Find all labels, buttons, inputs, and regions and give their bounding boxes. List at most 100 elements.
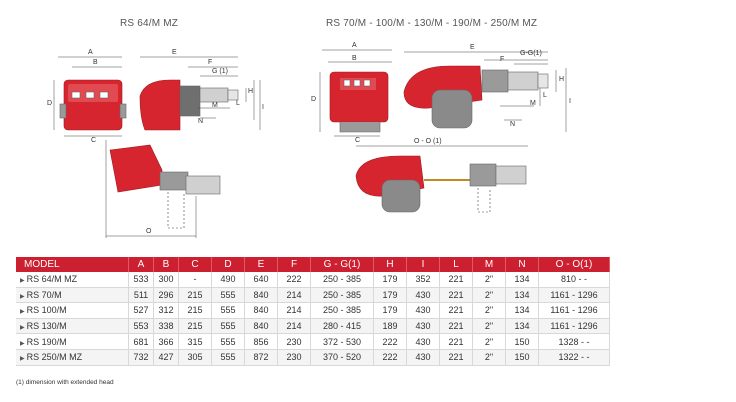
model-cell: ▶RS 190/M (16, 333, 129, 350)
cell-h: 222 (373, 333, 407, 350)
model-cell: ▶RS 130/M (16, 318, 129, 335)
table-row: ▶RS 190/M 681 366 315 555 856 230 372 - … (16, 333, 610, 350)
cell-c: 305 (178, 349, 212, 366)
diagram-title-rs64: RS 64/M MZ (120, 18, 179, 29)
cell-b: 312 (153, 302, 179, 319)
col-header-a: A (128, 257, 154, 272)
rs64-front-dims (53, 56, 122, 137)
col-header-l: L (439, 257, 473, 272)
cell-m: 2" (472, 287, 506, 304)
cell-m: 2" (472, 333, 506, 350)
col-header-i: I (406, 257, 440, 272)
cell-m: 2" (472, 272, 506, 288)
dim-label-a-r: A (352, 42, 357, 49)
cell-d: 555 (211, 349, 245, 366)
cell-d: 490 (211, 272, 245, 288)
cell-n: 134 (505, 272, 539, 288)
footnote: (1) dimension with extended head (16, 379, 114, 386)
cell-c: 215 (178, 318, 212, 335)
cell-l: 221 (439, 302, 473, 319)
cell-o: 1328 - - (538, 333, 610, 350)
diagram-title-rs70-250: RS 70/M - 100/M - 130/M - 190/M - 250/M … (326, 18, 538, 29)
dim-label-m-r: M (530, 100, 536, 107)
table-body: ▶RS 64/M MZ 533 300 - 490 640 222 250 - … (16, 272, 610, 366)
cell-f: 230 (277, 349, 311, 366)
row-arrow-icon: ▶ (20, 293, 25, 300)
rs70-front-view (329, 71, 389, 133)
cell-c: - (178, 272, 212, 288)
cell-a: 732 (128, 349, 154, 366)
dim-label-d-r: D (311, 96, 317, 103)
cell-a: 527 (128, 302, 154, 319)
col-header-m: M (472, 257, 506, 272)
col-header-h: H (373, 257, 407, 272)
rs64-top-dims (105, 140, 197, 238)
table-row: ▶RS 70/M 511 296 215 555 840 214 250 - 3… (16, 287, 610, 304)
cell-a: 511 (128, 287, 154, 304)
rs70-side-dims (404, 51, 567, 132)
cell-f: 214 (277, 302, 311, 319)
cell-e: 840 (244, 302, 278, 319)
cell-o: 1161 - 1296 (538, 287, 610, 304)
cell-f: 214 (277, 287, 311, 304)
dim-label-c-r: C (355, 137, 361, 144)
dim-label-l: L (236, 100, 240, 107)
cell-i: 430 (406, 287, 440, 304)
cell-b: 300 (153, 272, 179, 288)
cell-d: 555 (211, 302, 245, 319)
cell-e: 856 (244, 333, 278, 350)
col-header-b: B (153, 257, 179, 272)
cell-f: 214 (277, 318, 311, 335)
cell-n: 134 (505, 318, 539, 335)
cell-e: 840 (244, 287, 278, 304)
col-header-n: N (505, 257, 539, 272)
table-row: ▶RS 250/M MZ 732 427 305 555 872 230 370… (16, 349, 610, 366)
cell-i: 430 (406, 302, 440, 319)
dim-label-f: F (208, 59, 213, 66)
cell-g: 372 - 530 (310, 333, 374, 350)
cell-b: 338 (153, 318, 179, 335)
cell-g: 250 - 385 (310, 302, 374, 319)
dim-label-h-r: H (559, 76, 565, 83)
cell-n: 134 (505, 287, 539, 304)
cell-b: 427 (153, 349, 179, 366)
cell-m: 2" (472, 318, 506, 335)
cell-n: 150 (505, 349, 539, 366)
model-cell: ▶RS 250/M MZ (16, 349, 129, 366)
cell-m: 2" (472, 302, 506, 319)
col-header-g: G - G(1) (310, 257, 374, 272)
rs70-top-view (355, 155, 527, 213)
cell-o: 1161 - 1296 (538, 318, 610, 335)
dim-label-d: D (47, 100, 53, 107)
dim-label-oo1: O - O (1) (414, 138, 442, 145)
cell-n: 150 (505, 333, 539, 350)
cell-e: 840 (244, 318, 278, 335)
cell-n: 134 (505, 302, 539, 319)
cell-i: 430 (406, 349, 440, 366)
table-header-row: MODEL A B C D E F G - G(1) H I L M N O -… (16, 257, 610, 272)
cell-o: 1161 - 1296 (538, 302, 610, 319)
cell-g: 250 - 385 (310, 287, 374, 304)
cell-c: 215 (178, 302, 212, 319)
cell-c: 215 (178, 287, 212, 304)
cell-h: 179 (373, 272, 407, 288)
dim-label-a: A (88, 49, 93, 56)
cell-d: 555 (211, 318, 245, 335)
cell-l: 221 (439, 349, 473, 366)
cell-h: 179 (373, 287, 407, 304)
cell-h: 189 (373, 318, 407, 335)
technical-drawings (53, 49, 567, 238)
cell-g: 250 - 385 (310, 272, 374, 288)
cell-o: 1322 - - (538, 349, 610, 366)
dim-label-gg1-r: G-G(1) (520, 50, 542, 57)
cell-l: 221 (439, 318, 473, 335)
cell-e: 640 (244, 272, 278, 288)
rs64-side-dims (140, 56, 261, 130)
cell-a: 533 (128, 272, 154, 288)
row-arrow-icon: ▶ (20, 278, 25, 285)
dim-label-c: C (91, 137, 97, 144)
cell-l: 221 (439, 272, 473, 288)
col-header-e: E (244, 257, 278, 272)
row-arrow-icon: ▶ (20, 356, 25, 363)
table-row: ▶RS 130/M 553 338 215 555 840 214 280 - … (16, 318, 610, 335)
